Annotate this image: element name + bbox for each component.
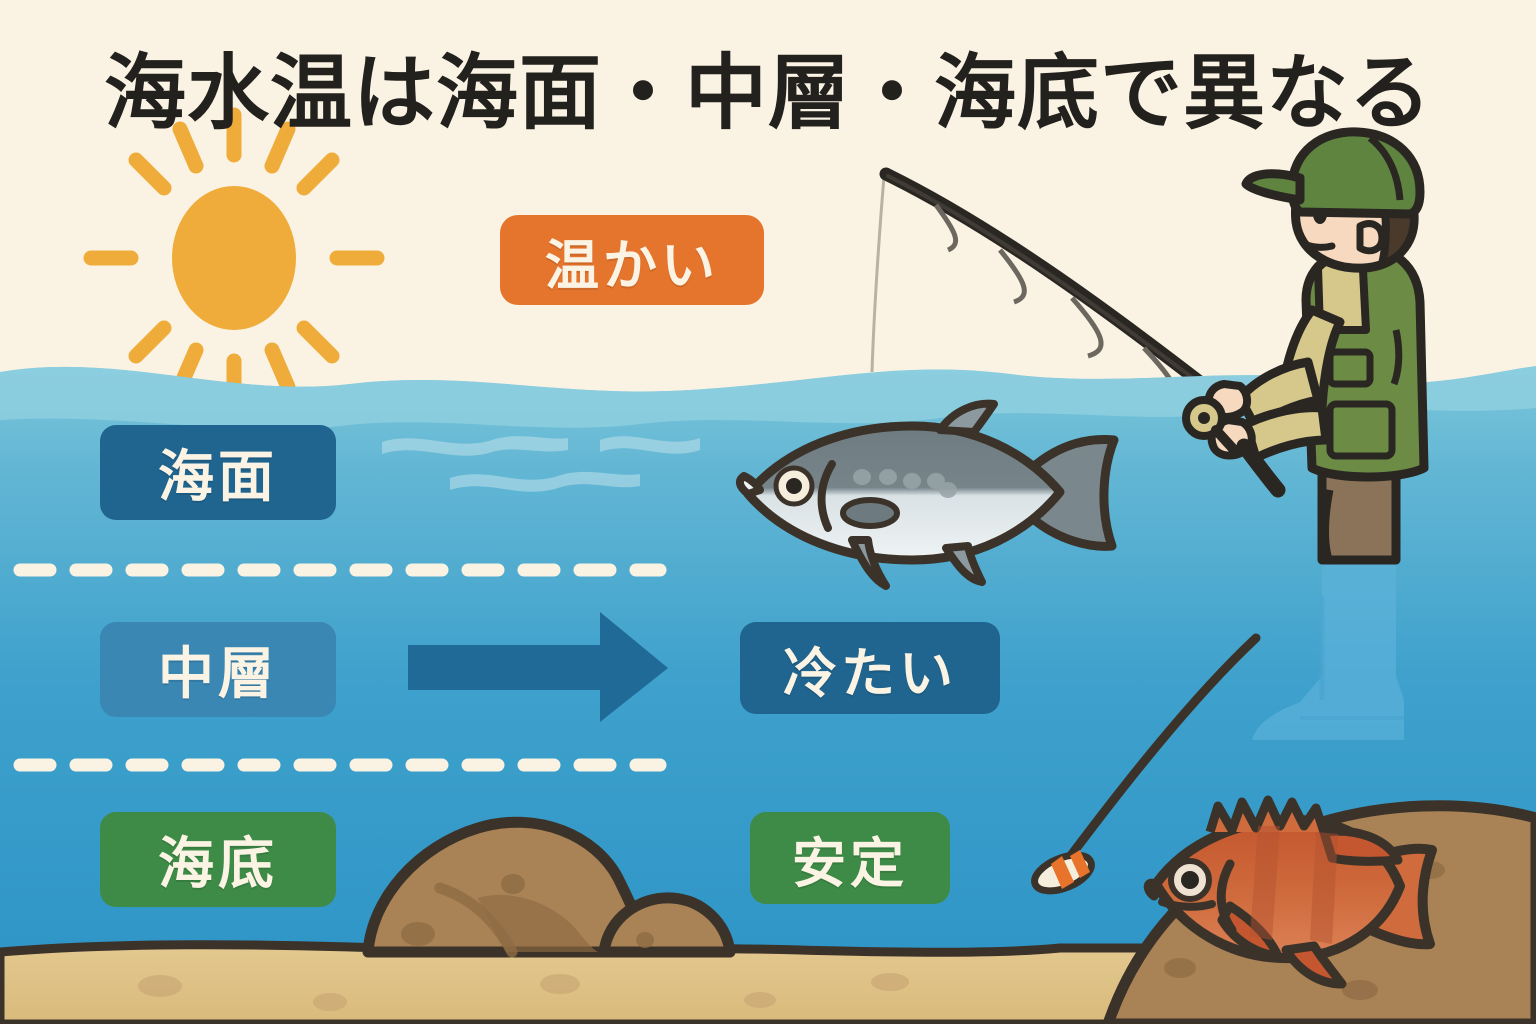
badge-warm: 温かい [500,215,764,305]
fishing-lure [1031,850,1095,895]
badge-stable: 安定 [750,812,950,904]
fishing-reel [1182,396,1241,457]
right-arrow [408,612,668,722]
seabed-rocks [362,816,736,958]
pelagic-fish [735,399,1119,590]
badge-cold: 冷たい [740,622,1000,714]
badge-bottom: 海底 [100,812,336,907]
rockfish [1143,795,1437,989]
angler-submerged-legs [1252,530,1404,740]
wave-decorations [382,436,700,492]
sun-icon [83,107,385,409]
page-title: 海水温は海面・中層・海底で異なる [103,46,1432,141]
underwater-fishing-line [1061,633,1261,867]
angler [1182,127,1429,565]
badge-surface: 海面 [100,425,336,520]
badge-middle: 中層 [100,622,336,717]
